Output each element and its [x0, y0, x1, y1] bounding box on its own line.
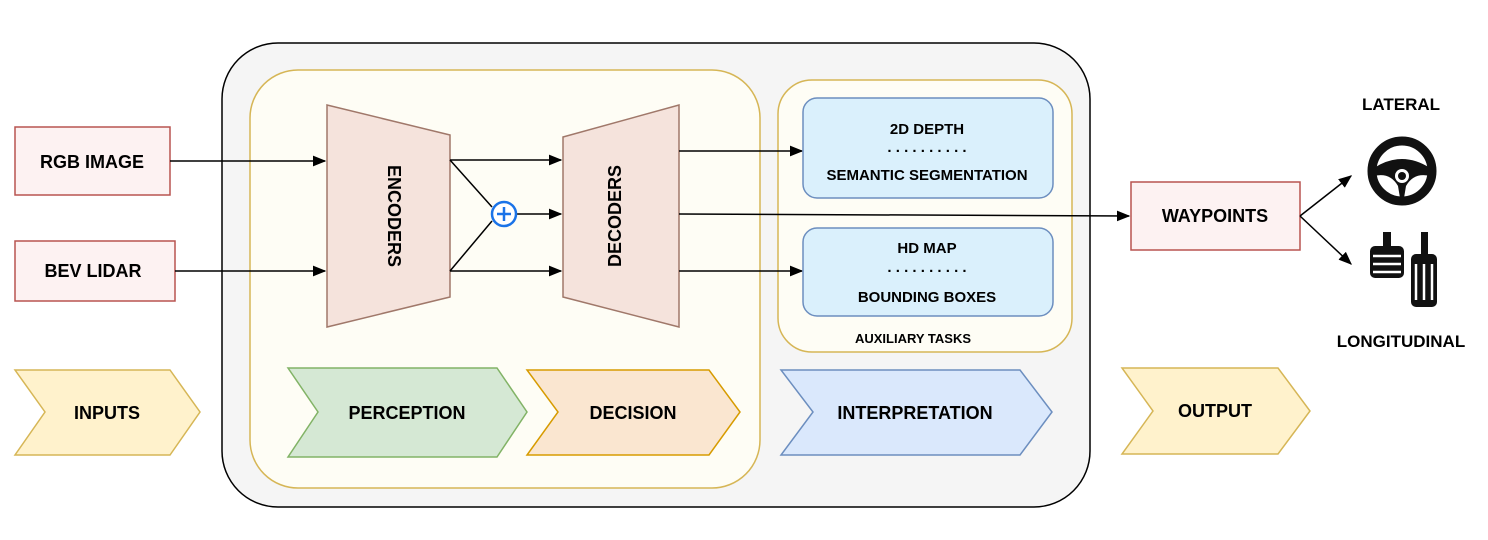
fusion-line-bottom	[449, 220, 493, 272]
stage-output-label: OUTPUT	[1178, 401, 1252, 421]
stage-output-chevron: OUTPUT	[1120, 367, 1311, 455]
decoders-block: DECODERS	[562, 104, 680, 328]
waypoints-label: WAYPOINTS	[1162, 206, 1268, 226]
decoders-label: DECODERS	[605, 165, 625, 267]
stage-interpretation-label: INTERPRETATION	[837, 403, 992, 423]
bev-lidar-input: BEV LIDAR	[14, 240, 176, 302]
aux-dots-separator: . . . . . . . . . .	[887, 139, 966, 156]
fusion-line-top	[449, 159, 493, 208]
steering-wheel-icon	[1367, 136, 1437, 206]
arrow-decoders-to-waypoints	[678, 210, 1131, 222]
pedals-icon	[1370, 232, 1437, 307]
stage-inputs-label: INPUTS	[74, 403, 140, 423]
fusion-plus-icon	[490, 200, 518, 228]
stage-perception-chevron: PERCEPTION	[286, 367, 528, 458]
lateral-label: LATERAL	[1362, 95, 1440, 114]
aux-hd-map-label: HD MAP	[897, 240, 956, 257]
aux-box-depth-segmentation: 2D DEPTH . . . . . . . . . . SEMANTIC SE…	[802, 97, 1054, 199]
longitudinal-label: LONGITUDINAL	[1337, 332, 1465, 351]
arrow-waypoints-to-longitudinal	[1299, 215, 1352, 265]
waypoints-output: WAYPOINTS	[1130, 181, 1301, 251]
aux-bounding-boxes-label: BOUNDING BOXES	[858, 289, 996, 306]
arrow-waypoints-to-lateral	[1299, 175, 1353, 217]
encoders-block: ENCODERS	[326, 104, 451, 328]
aux-semantic-segmentation-label: SEMANTIC SEGMENTATION	[826, 167, 1027, 184]
rgb-image-input: RGB IMAGE	[14, 126, 171, 196]
stage-perception-label: PERCEPTION	[348, 403, 465, 423]
encoders-label: ENCODERS	[384, 165, 404, 267]
aux-2d-depth-label: 2D DEPTH	[890, 121, 964, 138]
bev-lidar-label: BEV LIDAR	[44, 261, 141, 281]
stage-decision-chevron: DECISION	[525, 369, 741, 456]
aux-box-map-boxes: HD MAP . . . . . . . . . . BOUNDING BOXE…	[802, 227, 1054, 317]
auxiliary-tasks-label: AUXILIARY TASKS	[855, 331, 971, 346]
rgb-image-label: RGB IMAGE	[40, 152, 144, 172]
stage-inputs-chevron: INPUTS	[13, 369, 201, 456]
stage-interpretation-chevron: INTERPRETATION	[779, 369, 1053, 456]
stage-decision-label: DECISION	[589, 403, 676, 423]
aux-dots-separator: . . . . . . . . . .	[887, 259, 966, 276]
